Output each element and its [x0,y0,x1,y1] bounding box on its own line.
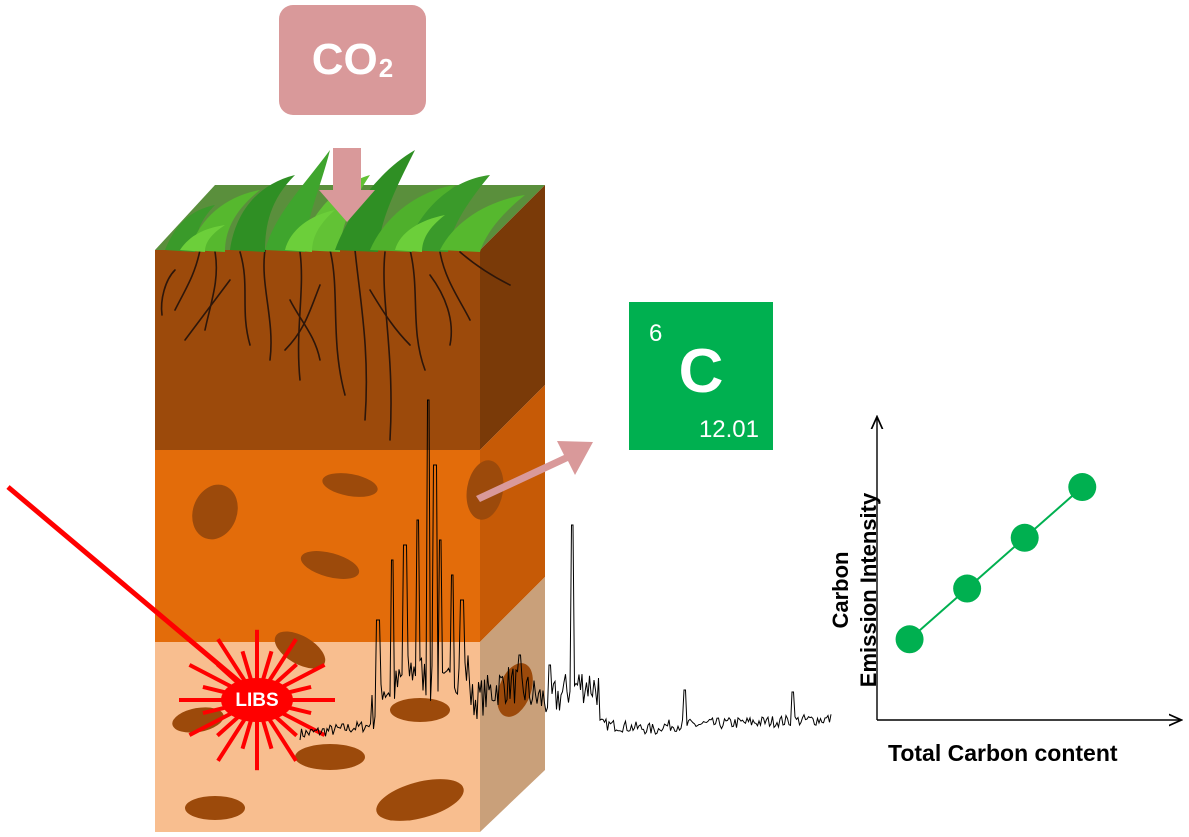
data-point [953,574,982,603]
rock [300,551,360,579]
rock [376,779,464,821]
carbon-extraction-arrow [476,441,593,502]
co2-down-arrow [319,148,375,222]
rock [172,707,224,733]
plasma-ray [264,638,298,688]
subsoil-side [480,385,545,642]
data-point [1068,473,1097,502]
co2-subscript: 2 [378,52,394,83]
calibration-chart [877,418,1180,720]
rock [295,744,365,770]
fit-line [908,486,1083,641]
plasma-ray [264,712,298,762]
carbon-element-tile: 6 C 12.01 [629,302,773,450]
libs-plasma-core [221,678,293,722]
atomic-mass: 12.01 [698,416,759,443]
rock [185,796,245,820]
topsoil-side [480,185,545,450]
rock [192,484,238,540]
rock [322,473,378,497]
subsoil-layer [155,450,480,642]
plant-roots [160,249,511,441]
laser-beam [6,485,257,697]
rock [466,460,504,520]
grass-blade [335,150,415,252]
plasma-ray [216,638,250,688]
plasma-ray [216,712,250,762]
grass-blade [285,210,335,252]
grass-blade [180,225,225,252]
co2-label: CO [311,35,378,84]
grass-blade [370,185,455,252]
element-symbol: C [678,337,724,406]
grass-blade [440,195,525,252]
y-axis-label: Carbon Emission Intensity [827,493,883,687]
grass-blade [265,150,330,252]
grass [165,150,525,252]
y-axis-label-line: Carbon [828,551,853,629]
x-axis-label: Total Carbon content [888,740,1118,766]
data-point [895,625,924,654]
grass-blade [230,175,295,252]
y-axis-label-line: Emission Intensity [856,492,881,688]
soil-block [155,185,545,832]
libs-label: LIBS [235,690,279,711]
atomic-number: 6 [649,320,663,347]
grass-blade [165,205,215,252]
data-point [1010,523,1039,552]
libs-spectrum [299,399,832,741]
grass-blade [395,215,445,252]
rock [274,631,326,669]
rock [390,698,450,722]
